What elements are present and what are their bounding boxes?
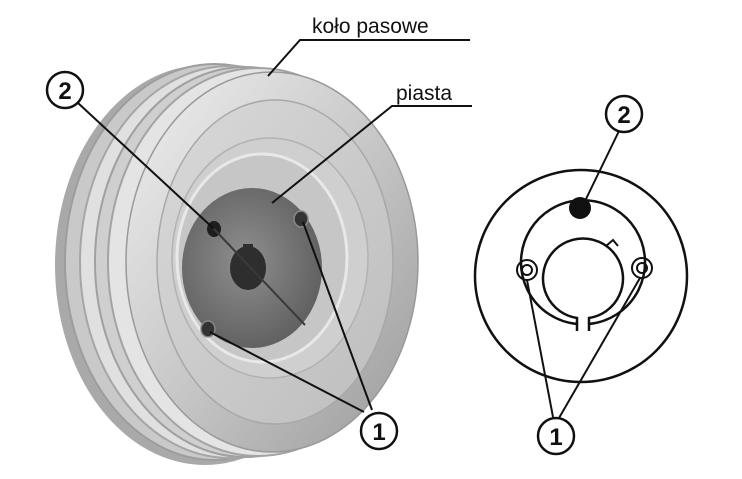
shaft-bore: [230, 246, 266, 290]
hub-screw-1a: [293, 210, 309, 228]
callout-right-1-number: 1: [549, 424, 562, 451]
leader-right-2: [585, 130, 620, 200]
pulley-photo: [55, 63, 419, 465]
leader-left-1b: [209, 331, 365, 413]
schematic-screw-left: [516, 259, 538, 281]
callout-right-2-number: 2: [617, 102, 630, 129]
schematic-hole-2: [569, 197, 591, 219]
label-hub: piasta: [396, 82, 452, 105]
callout-right-1: 1: [536, 416, 576, 456]
leader-pulley: [267, 39, 470, 77]
callout-left-2-number: 2: [58, 78, 71, 105]
hub-split-line: [213, 228, 306, 326]
right-leaders: [526, 130, 641, 419]
callout-left-2: 2: [45, 70, 85, 110]
leader-left-1a: [302, 221, 373, 411]
leader-left-2: [77, 102, 214, 229]
schematic-bushing: [519, 199, 647, 331]
label-pulley: koło pasowe: [312, 15, 429, 38]
callout-right-2: 2: [604, 94, 644, 134]
schematic-screw-right: [631, 257, 653, 279]
left-leaders: [77, 39, 472, 413]
schematic-bore: [541, 237, 625, 324]
callout-left-1: 1: [359, 411, 399, 451]
schematic-outer-circle: [473, 168, 689, 384]
leader-right-1b: [558, 277, 641, 419]
leader-hub: [271, 105, 472, 204]
leader-right-1a: [526, 279, 554, 418]
schematic-keyway: [605, 238, 619, 247]
keyway: [243, 244, 253, 252]
callout-left-1-number: 1: [372, 419, 385, 446]
